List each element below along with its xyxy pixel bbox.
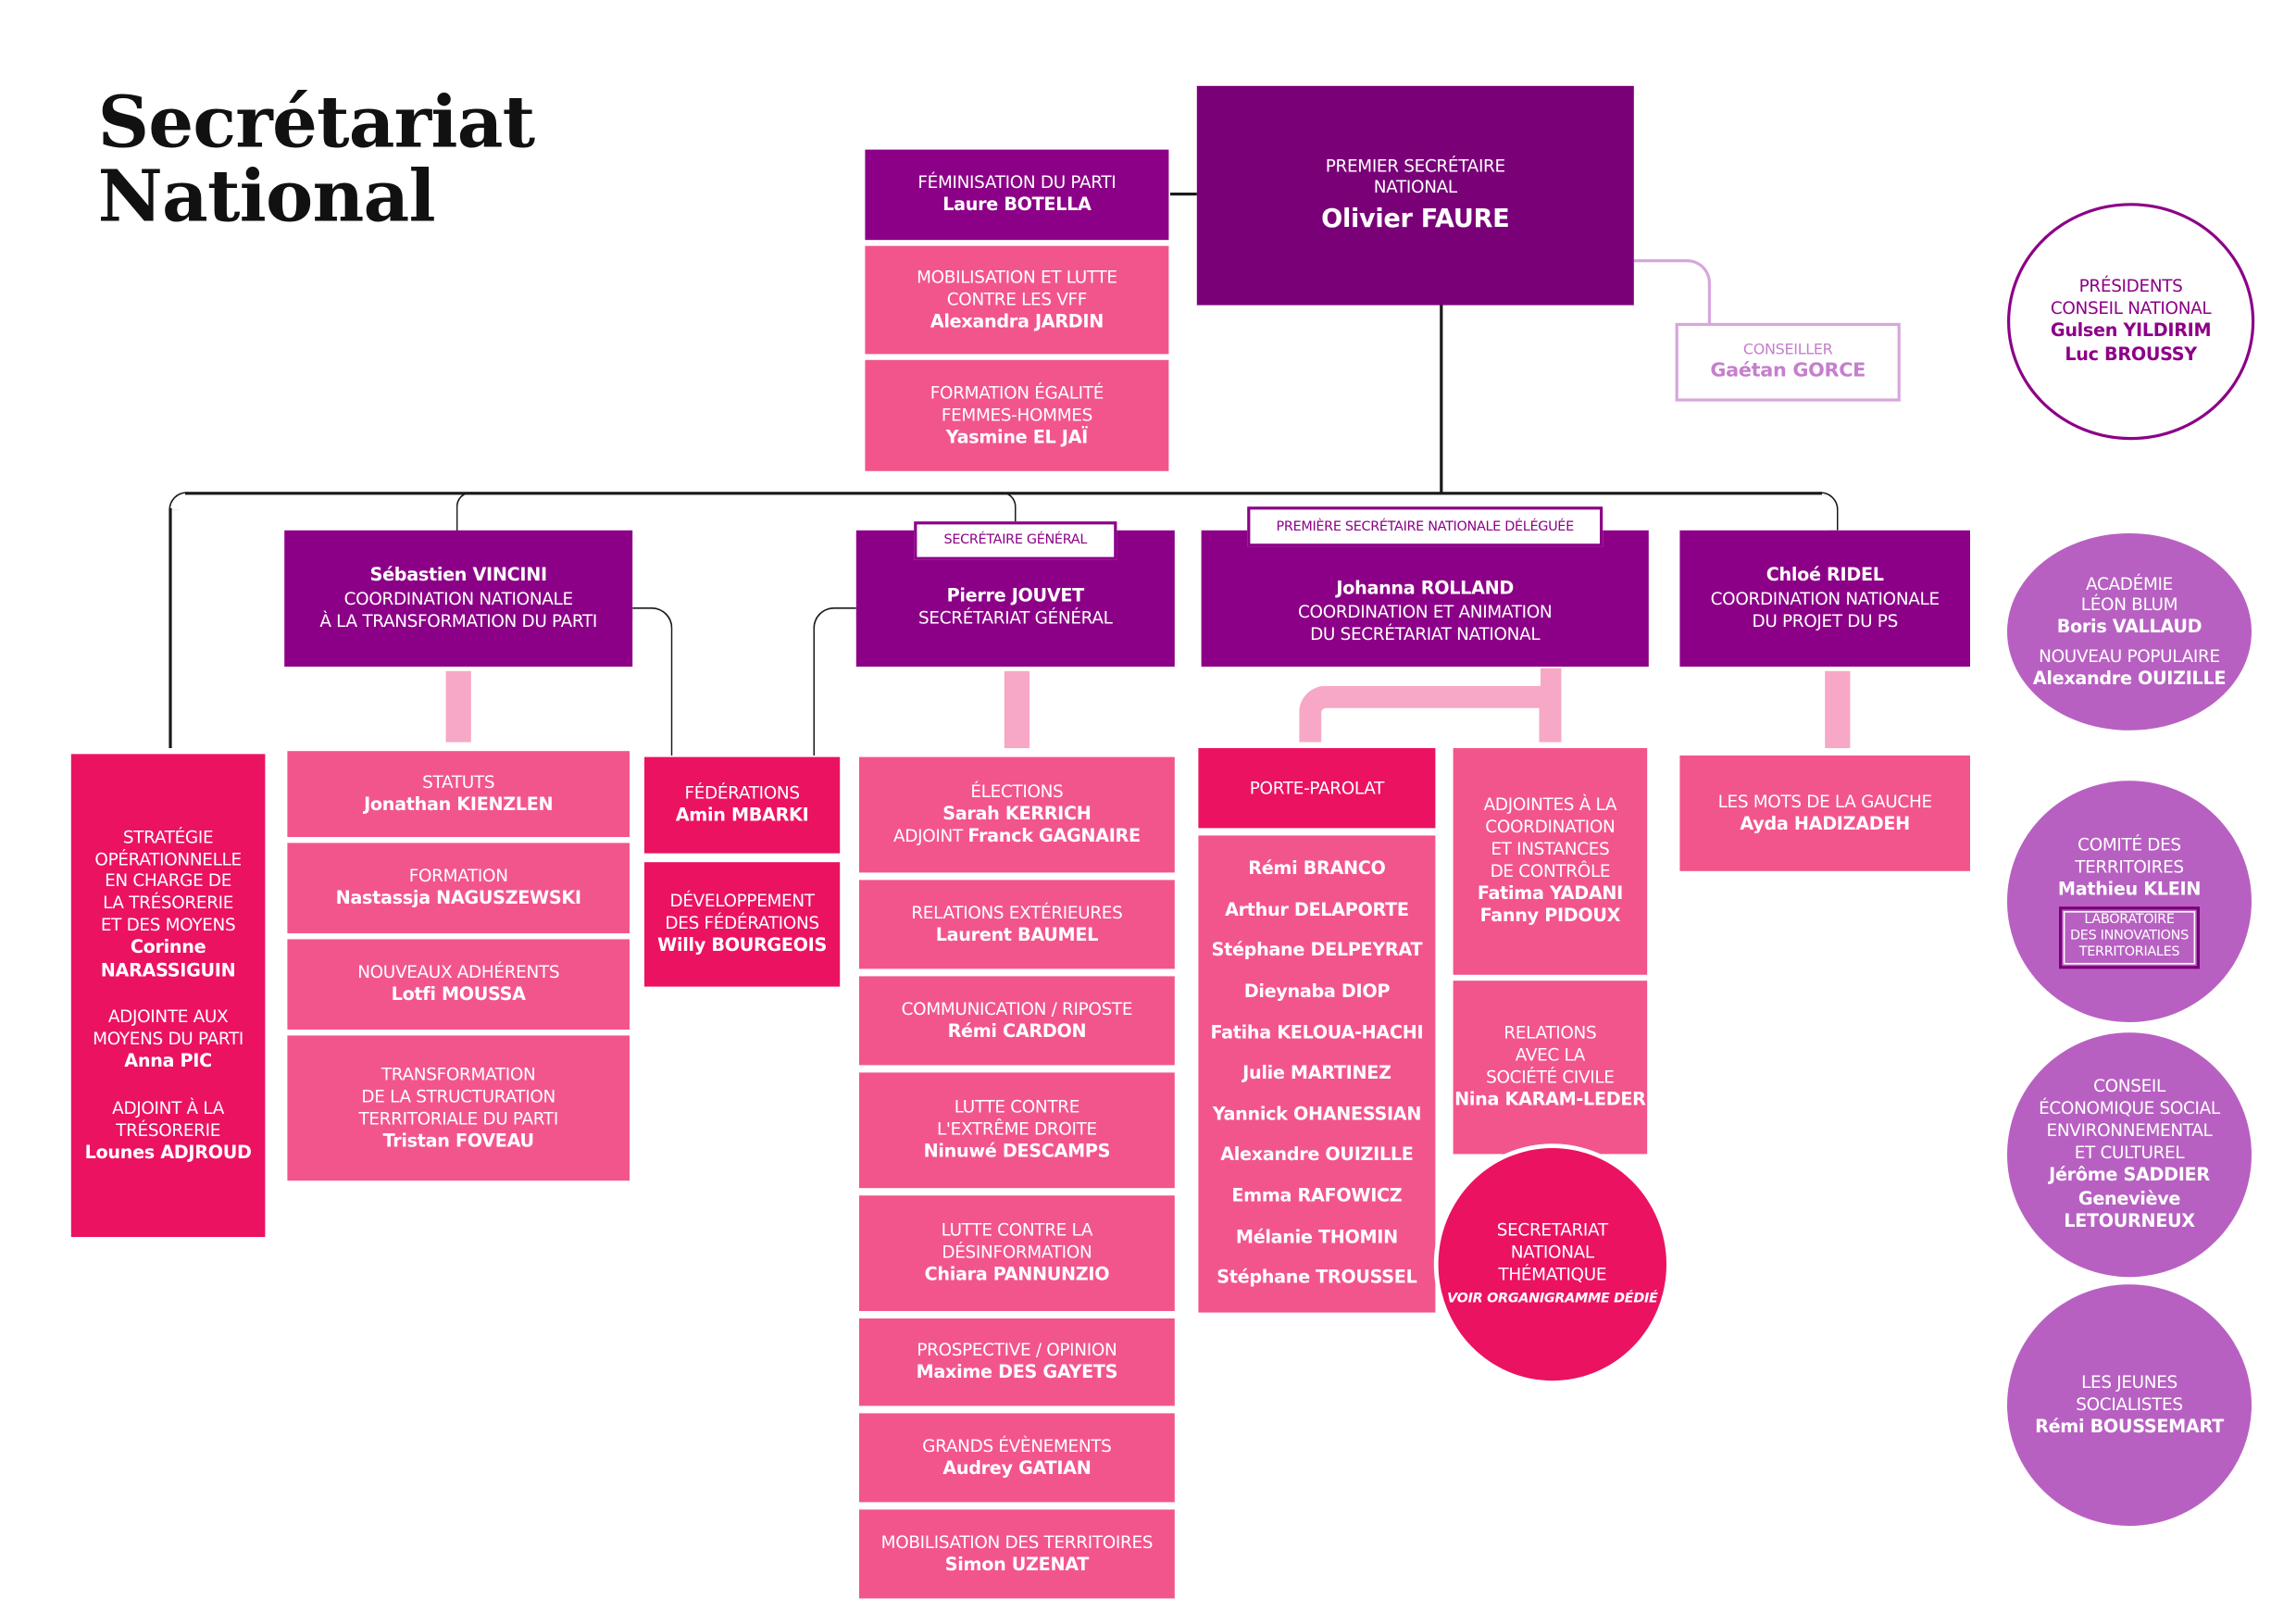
formation-box: Formation Nastassja NAGUSZEWSKI — [287, 843, 630, 933]
vincini-box: Sébastien VINCINI Coordination nationale… — [284, 530, 633, 667]
porte-parolat-member: Yannick OHANESSIAN — [1212, 1103, 1422, 1125]
porte-parolat-member: Arthur DELAPORTE — [1225, 898, 1409, 920]
porte-parolat-member: Rémi BRANCO — [1248, 857, 1386, 880]
strategie-box: Stratégie opérationnelle en charge de la… — [70, 754, 266, 1237]
egalite-box: Formation égalité femmes-hommes Yasmine … — [865, 359, 1169, 471]
societe-civile-box: Relations avec la société civile Nina KA… — [1453, 981, 1648, 1155]
elections-box: Élections Sarah KERRICH Adjoint Franck G… — [859, 756, 1175, 873]
communication-box: Communication / Riposte Rémi CARDON — [859, 976, 1175, 1066]
connector-line — [168, 507, 171, 748]
connector-line — [455, 492, 474, 532]
page-title: Secrétariat National — [97, 81, 536, 239]
connector-line — [1633, 259, 1711, 325]
connector-line — [168, 492, 187, 510]
connector-stub — [1825, 670, 1851, 748]
connector-stub — [1004, 670, 1029, 748]
porte-parolat-header: Porte-parolat — [1198, 748, 1436, 829]
connector-line — [1170, 193, 1197, 195]
connector-line — [1818, 492, 1839, 531]
porte-parolat-member: Stéphane TROUSSEL — [1217, 1267, 1417, 1288]
connector-line — [632, 607, 673, 756]
connector-stub — [1299, 685, 1562, 743]
statuts-box: Statuts Jonathan KIENZLEN — [287, 751, 630, 837]
laboratoire-tag: Laboratoire des innovations territoriale… — [2058, 906, 2201, 968]
premier-secretaire-box: Premier secrétaire national Olivier FAUR… — [1196, 85, 1634, 306]
porte-parolat-member: Julie MARTINEZ — [1242, 1062, 1391, 1083]
jeunes-socialistes-circle: Les jeunes socialistes Rémi BOUSSEMART — [2007, 1284, 2252, 1526]
elections-adjoint: Adjoint Franck GAGNAIRE — [893, 825, 1141, 847]
connector-line — [1440, 304, 1442, 493]
porte-parolat-member: Mélanie THOMIN — [1235, 1226, 1398, 1247]
federations-box: Fédérations Amin MBARKI — [644, 756, 841, 854]
evenements-box: Grands évènements Audrey GATIAN — [859, 1413, 1175, 1503]
comite-territoires-circle: Comité des territoires Mathieu KLEIN Lab… — [2007, 781, 2252, 1022]
premiere-secretaire-deleguee-tag: Première secrétaire nationale déléguée — [1247, 506, 1603, 547]
porte-parolat-member: Fatiha KELOUA-HACHI — [1210, 1021, 1424, 1043]
vff-box: Mobilisation et lutte contre les VFF Ale… — [865, 245, 1169, 355]
cese-circle: Conseil économique social environnementa… — [2007, 1032, 2252, 1278]
mots-gauche-box: Les mots de la gauche Ayda HADIZADEH — [1679, 756, 1970, 871]
adherents-box: Nouveaux adhérents Lotfi MOUSSA — [287, 939, 630, 1030]
porte-parolat-member: Stéphane DELPEYRAT — [1211, 940, 1423, 961]
presidents-circle: Présidents Conseil national Gulsen YILDI… — [2007, 203, 2255, 441]
conseiller-box: Conseiller Gaétan GORCE — [1675, 322, 1901, 402]
secretariat-thematique-circle: Secretariat national thématique Voir org… — [1433, 1143, 1671, 1385]
connector-line — [998, 492, 1017, 532]
porte-parolat-list: Rémi BRANCO Arthur DELAPORTE Stéphane DELP… — [1198, 835, 1436, 1313]
secretaire-general-tag: Secrétaire général — [914, 521, 1117, 560]
feminisation-box: Féminisation du parti Laure BOTELLA — [865, 149, 1169, 241]
relations-exterieures-box: Relations extérieures Laurent BAUMEL — [859, 880, 1175, 969]
connector-stub — [1541, 668, 1562, 743]
porte-parolat-member: Emma RAFOWICZ — [1231, 1184, 1403, 1206]
adjointes-box: Adjointes à la coordination et instances… — [1453, 748, 1648, 975]
devfed-box: Développement des fédérations Willy BOUR… — [644, 862, 841, 987]
extreme-droite-box: Lutte contre l'extrême droite Ninuwé DES… — [859, 1072, 1175, 1189]
rolland-box: Johanna ROLLAND Coordination et animatio… — [1201, 530, 1649, 667]
academie-circle: Académie Léon Blum Boris VALLAUD Nouveau… — [2007, 533, 2252, 731]
ridel-box: Chloé RIDEL Coordination nationale du pr… — [1679, 530, 1970, 667]
porte-parolat-member: Dieynaba DIOP — [1243, 981, 1391, 1002]
territoires-box: Mobilisation des territoires Simon UZENA… — [859, 1509, 1175, 1599]
desinformation-box: Lutte contre la désinformation Chiara PA… — [859, 1195, 1175, 1311]
transformation-box: Transformation de la structuration terri… — [287, 1035, 630, 1181]
porte-parolat-member: Alexandre OUIZILLE — [1220, 1143, 1414, 1166]
connector-stub — [445, 670, 471, 743]
connector-line — [813, 607, 856, 756]
prospective-box: Prospective / Opinion Maxime DES GAYETS — [859, 1318, 1175, 1406]
